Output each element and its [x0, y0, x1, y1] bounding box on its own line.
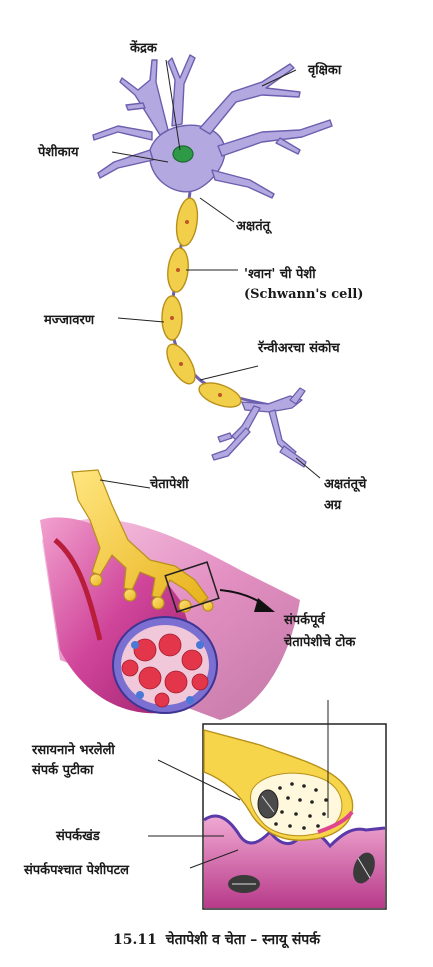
muscle-fiber	[40, 517, 300, 720]
label-neuron: चेतापेशी	[150, 477, 189, 492]
zoom-box	[164, 561, 220, 613]
zoom-arrowhead	[254, 598, 275, 612]
synapse-detail	[202, 723, 387, 910]
caption-text: चेतापेशी व चेता – स्नायू संपर्क	[165, 932, 320, 948]
label-schwann-2: (Schwann's cell)	[244, 287, 364, 302]
label-myelin: मज्जावरण	[44, 313, 95, 328]
nucleus	[172, 145, 194, 163]
leader-lines	[99, 59, 329, 869]
label-ranvier: रॅन्वीअरचा संकोच	[258, 341, 340, 356]
label-axon-terminal-1: अक्षतंतूचे	[324, 477, 367, 492]
caption-number: 15.11	[113, 932, 157, 948]
axon-terminals	[211, 387, 307, 468]
motor-neuron	[71, 469, 214, 613]
neuron-dendrites	[92, 54, 333, 199]
label-nucleus: केंद्रक	[130, 41, 157, 56]
label-schwann-1: 'श्वान' ची पेशी	[244, 267, 316, 282]
label-presynaptic-1: संपर्कपूर्व	[284, 613, 325, 628]
label-axon: अक्षतंतू	[236, 219, 271, 234]
schwann-nuclei	[170, 220, 222, 397]
label-dendrites: वृक्षिका	[308, 63, 342, 78]
label-axon-terminal-2: अग्र	[324, 498, 342, 513]
label-vesicle-1: रसायनाने भरलेली	[32, 743, 115, 758]
label-vesicle-2: संपर्क पुटीका	[32, 763, 94, 778]
label-presynaptic-2: चेतापेशीचे टोक	[284, 635, 356, 650]
figure-caption: 15.11 चेतापेशी व चेता – स्नायू संपर्क	[0, 930, 433, 949]
label-postsynaptic: संपर्कपश्चात पेशीपटल	[24, 863, 129, 878]
label-cell-body: पेशीकाय	[38, 145, 79, 160]
label-synaptic-cleft: संपर्कखंड	[56, 829, 100, 844]
